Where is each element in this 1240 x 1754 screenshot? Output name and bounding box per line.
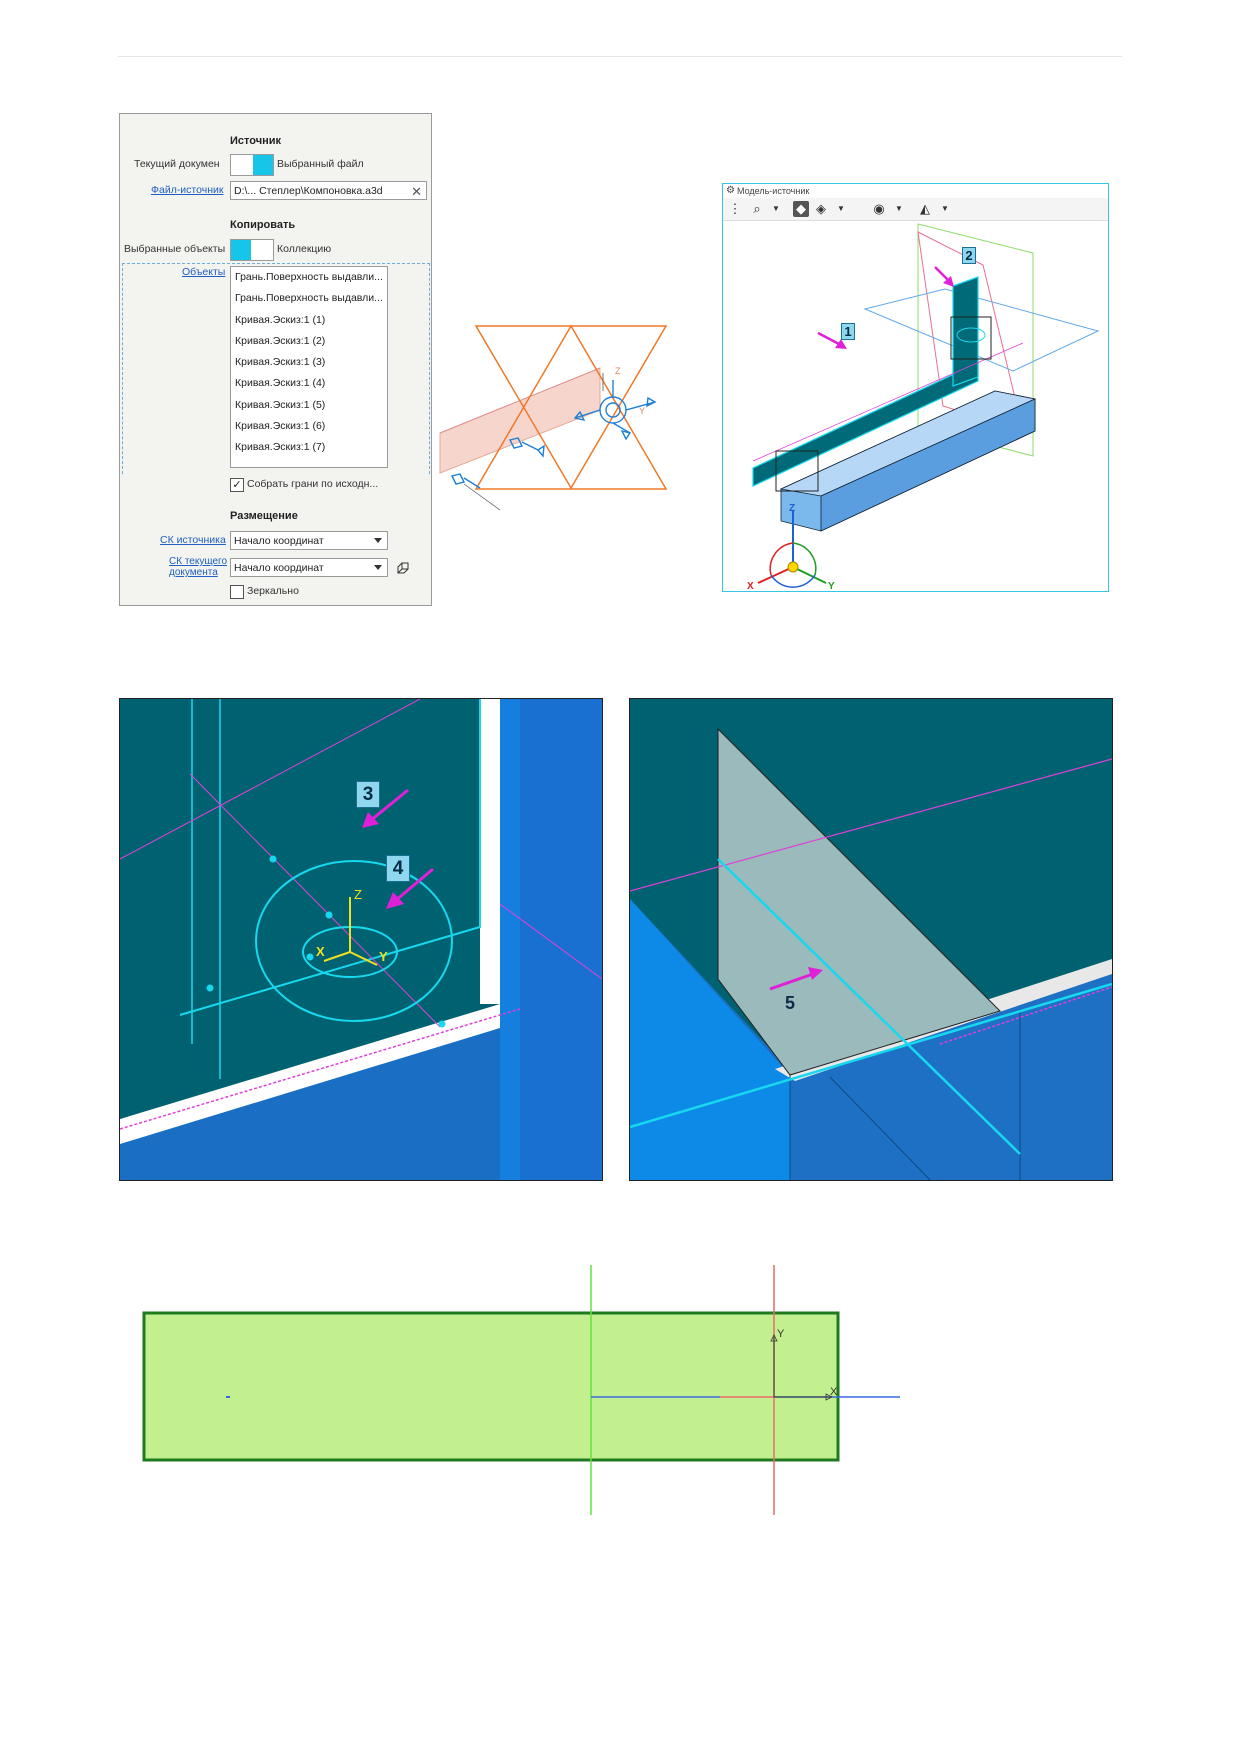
clear-icon[interactable]: ✕ — [411, 184, 422, 199]
list-item[interactable]: Грань.Поверхность выдавли... — [235, 292, 383, 305]
current-document-label: Текущий докумен — [134, 158, 220, 170]
copy-heading: Копировать — [230, 219, 296, 231]
copy-toggle[interactable] — [230, 239, 274, 261]
source-cs-select[interactable]: Начало координат — [230, 531, 388, 550]
window-title: Модель-источник — [737, 186, 810, 196]
collection-label: Коллекцию — [277, 243, 332, 255]
axis-y-label: Y — [379, 949, 388, 964]
placement-preview: Z Y — [439, 324, 668, 511]
selected-file-label: Выбранный файл — [277, 158, 364, 170]
source-file-field[interactable]: D:\... Степлер\Компоновка.a3d ✕ — [230, 181, 427, 200]
pick-cs-icon[interactable] — [396, 561, 410, 575]
list-item[interactable]: Кривая.Эскиз:1 (3) — [235, 356, 326, 369]
list-item[interactable]: Кривая.Эскиз:1 (2) — [235, 334, 326, 347]
collect-faces-checkbox[interactable]: ✓ — [230, 478, 244, 492]
source-file-link[interactable]: Файл-источник — [151, 184, 224, 196]
toggle-knob — [231, 240, 251, 260]
chevron-down-icon[interactable]: ▼ — [895, 204, 903, 213]
collect-faces-label: Собрать грани по исходн... — [247, 478, 379, 490]
toggle-knob — [253, 155, 273, 175]
axis-z-label: Z — [615, 366, 621, 376]
list-item[interactable]: Кривая.Эскиз:1 (7) — [235, 441, 326, 454]
properties-panel: Источник Текущий докумен Выбранный файл … — [119, 113, 432, 606]
axis-z-label: Z — [789, 503, 795, 514]
placement-heading: Размещение — [230, 510, 298, 522]
mirror-checkbox[interactable] — [230, 585, 244, 599]
list-item[interactable]: Кривая.Эскиз:1 (1) — [235, 313, 326, 326]
source-heading: Источник — [230, 135, 282, 147]
header-rule — [118, 56, 1122, 57]
chevron-down-icon[interactable]: ▼ — [941, 204, 949, 213]
current-cs-link[interactable]: СК текущего документа — [169, 556, 228, 578]
orientation-icon[interactable]: ◭ — [920, 201, 930, 216]
source-cs-link[interactable]: СК источника — [160, 534, 226, 546]
mirror-label: Зеркально — [247, 585, 299, 597]
model-source-window: ⚙ Модель-источник ⋮ ⌕ ▼ ◆ ◈ ▼ ◉ ▼ ◭ ▼ — [722, 183, 1109, 592]
objects-link[interactable]: Объекты — [182, 266, 226, 278]
shaded-view-icon[interactable]: ◆ — [793, 201, 809, 217]
tree-icon[interactable]: ⋮ — [728, 201, 742, 216]
current-cs-select[interactable]: Начало координат — [230, 558, 388, 577]
model-viewport[interactable]: Z X Y — [723, 221, 1108, 589]
chevron-down-icon — [374, 538, 382, 543]
axis-z-label: Z — [354, 887, 362, 902]
sketch-view: Y X — [142, 1265, 900, 1515]
marker-2: 2 — [962, 247, 976, 264]
marker-3: 3 — [356, 781, 380, 808]
list-item[interactable]: Кривая.Эскиз:1 (4) — [235, 377, 326, 390]
list-item[interactable]: Кривая.Эскиз:1 (6) — [235, 420, 326, 433]
chevron-down-icon[interactable]: ▼ — [837, 204, 845, 213]
axis-x-label: X — [316, 944, 325, 959]
axis-y-label: Y — [828, 581, 835, 589]
chevron-down-icon[interactable]: ▼ — [772, 204, 780, 213]
source-file-value: D:\... Степлер\Компоновка.a3d — [234, 185, 383, 197]
detail-view-left: Z X Y 3 4 — [119, 698, 603, 1181]
gear-icon[interactable]: ⚙ — [726, 185, 735, 196]
list-item[interactable]: Кривая.Эскиз:1 (5) — [235, 398, 326, 411]
list-item[interactable]: Грань.Поверхность выдавли... — [235, 271, 383, 283]
current-cs-value: Начало координат — [234, 562, 324, 574]
objects-group-frame — [122, 263, 430, 474]
marker-1: 1 — [841, 323, 855, 340]
axis-y-label: Y — [777, 1328, 785, 1340]
visibility-icon[interactable]: ◉ — [873, 201, 885, 216]
axis-x-label: X — [747, 581, 754, 589]
axis-y-label: Y — [639, 406, 645, 416]
source-cs-value: Начало координат — [234, 535, 324, 547]
objects-list[interactable]: Грань.Поверхность выдавли... Грань.Повер… — [230, 266, 388, 468]
marker-5: 5 — [784, 993, 795, 1013]
zoom-icon[interactable]: ⌕ — [753, 201, 761, 216]
source-toggle[interactable] — [230, 154, 274, 176]
model-toolbar: ⋮ ⌕ ▼ ◆ ◈ ▼ ◉ ▼ ◭ ▼ — [723, 198, 1108, 221]
chevron-down-icon — [374, 565, 382, 570]
marker-4: 4 — [386, 855, 410, 882]
detail-view-right: 5 — [629, 698, 1113, 1181]
axis-x-label: X — [830, 1386, 838, 1398]
selected-objects-label: Выбранные объекты — [124, 243, 226, 255]
wireframe-view-icon[interactable]: ◈ — [816, 201, 826, 216]
